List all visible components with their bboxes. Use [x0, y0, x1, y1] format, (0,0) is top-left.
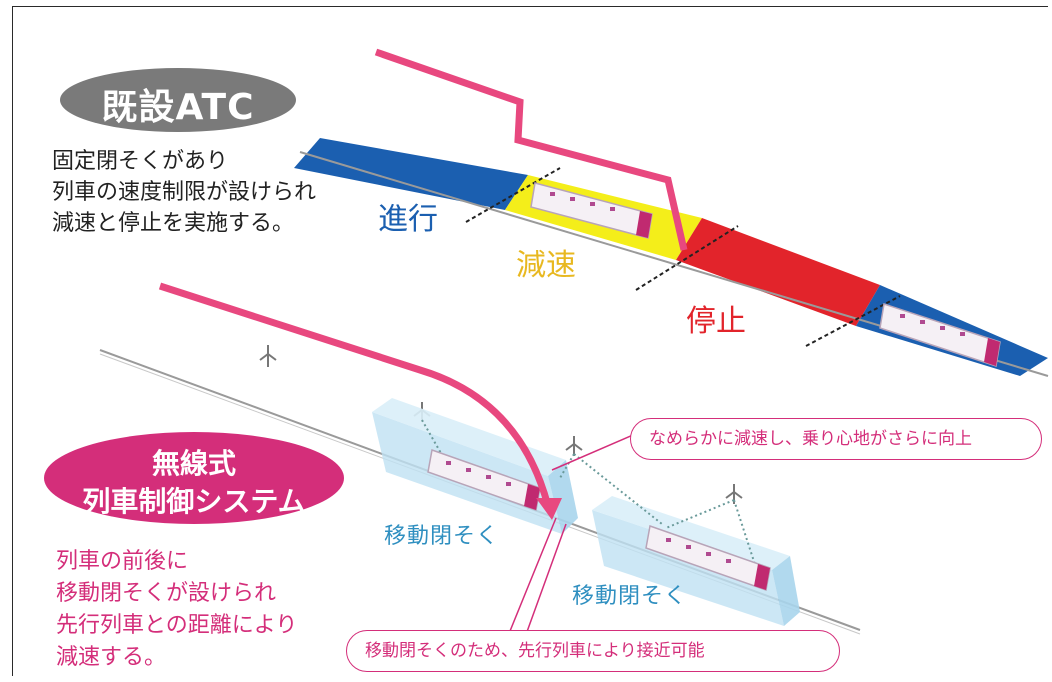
existing-atc-badge-label: 既設ATC	[101, 87, 255, 128]
moving-block-box-2	[592, 496, 800, 626]
existing-atc-description: 固定閉そくがあり 列車の速度制限が設けられ 減速と停止を実施する。	[52, 146, 316, 239]
radio-desc-line-2: 移動閉そくが設けられ	[56, 581, 277, 606]
moving-block-label-2: 移動閉そく	[572, 584, 688, 609]
radio-speed-curve-arrow	[536, 498, 562, 520]
existing-atc-desc-line-3: 減速と停止を実施する。	[52, 211, 295, 236]
zone-label-decelerate: 減速	[516, 248, 576, 283]
radio-train-1	[427, 449, 541, 511]
radio-speed-curve	[158, 282, 552, 507]
existing-atc-desc-line-2: 列車の速度制限が設けられ	[52, 180, 317, 205]
callout-leaders	[507, 431, 641, 641]
radio-desc-line-4: 減速する。	[56, 645, 167, 670]
figure-frame	[12, 6, 1048, 676]
zone-label-proceed: 進行	[378, 202, 438, 237]
radio-control-description: 列車の前後に 移動閉そくが設けられ 先行列車との距離により 減速する。	[56, 546, 297, 674]
radio-desc-line-1: 列車の前後に	[56, 549, 189, 574]
callout-closer-approach: 移動閉そくのため、先行列車により接近可能	[346, 630, 840, 672]
callout-smooth-deceleration: なめらかに減速し、乗り心地がさらに向上	[630, 418, 1042, 460]
atc-train-1	[530, 182, 653, 239]
existing-atc-badge: 既設ATC	[60, 68, 296, 132]
radio-control-badge-line-2: 列車制御システム	[82, 485, 306, 518]
existing-atc-desc-line-1: 固定閉そくがあり	[52, 149, 229, 174]
block-boundaries	[465, 167, 901, 347]
stop-zone-band	[676, 218, 880, 326]
radio-control-badge-line-1: 無線式	[151, 447, 236, 480]
atc-train-2	[879, 303, 1001, 367]
radio-train-2	[645, 525, 771, 591]
moving-block-label-1: 移動閉そく	[384, 524, 500, 549]
zone-label-stop: 停止	[686, 304, 746, 339]
proceed-zone-band	[294, 138, 528, 210]
radio-desc-line-3: 先行列車との距離により	[56, 613, 298, 638]
radio-control-badge: 無線式 列車制御システム	[44, 432, 344, 524]
atc-speed-profile	[374, 48, 688, 251]
